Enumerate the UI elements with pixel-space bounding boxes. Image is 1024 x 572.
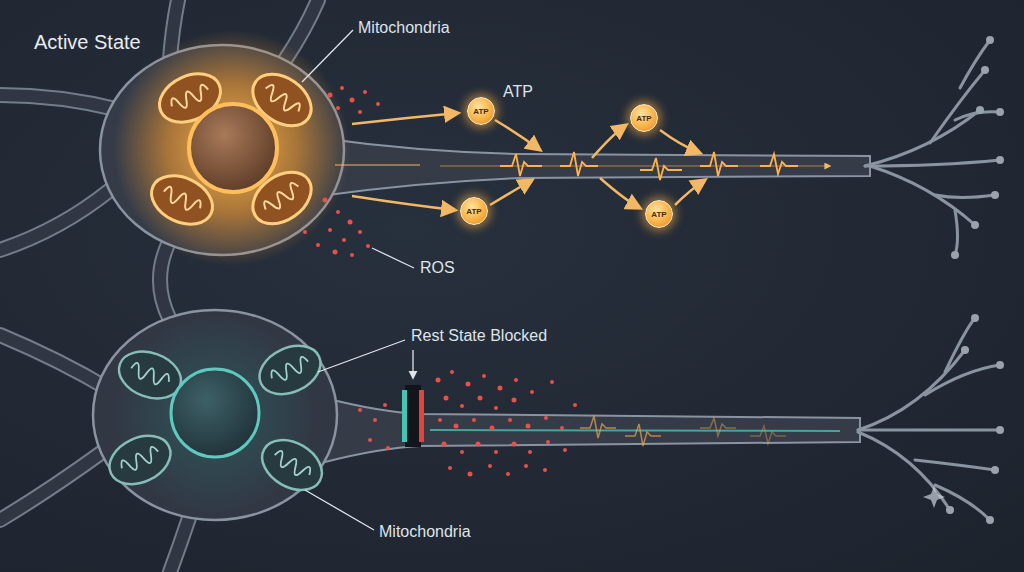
part-label: ATP [503, 82, 533, 101]
part-label: Mitochondria [379, 522, 471, 541]
atp-molecule: ATP [467, 97, 495, 125]
molecule-label: ATP [636, 114, 651, 123]
atp-molecule: ATP [630, 104, 658, 132]
part-label: Mitochondria [358, 18, 450, 37]
diagram-title: Active State [34, 30, 141, 54]
state-label: Rest State Blocked [411, 326, 547, 345]
molecule-label: ATP [651, 210, 666, 219]
atp-molecule: ATP [645, 200, 673, 228]
part-label: ROS [420, 258, 455, 277]
atp-molecule: ATP [460, 197, 488, 225]
molecule-label: ATP [466, 207, 481, 216]
molecule-label: ATP [473, 107, 488, 116]
